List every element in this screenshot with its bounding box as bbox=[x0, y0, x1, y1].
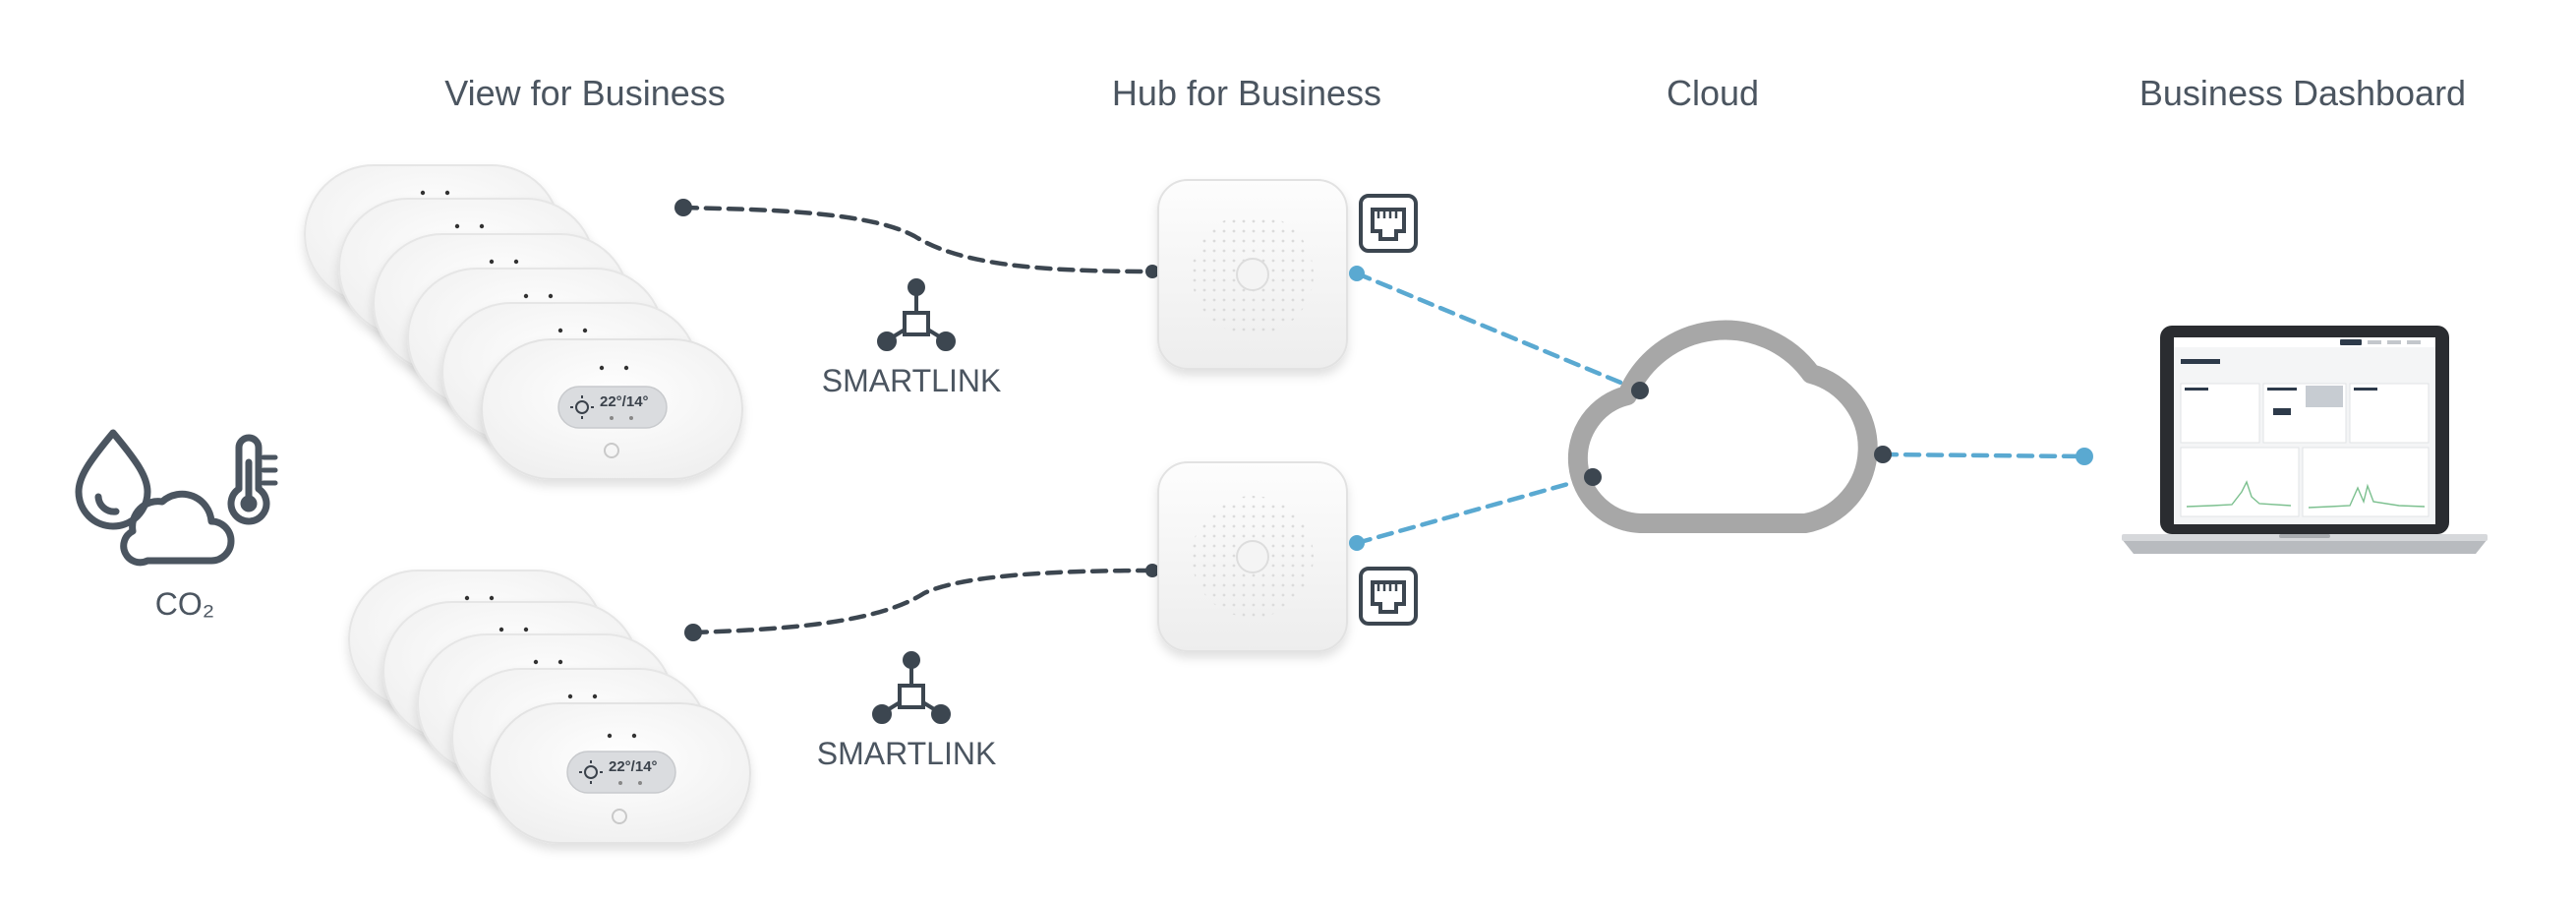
connector-dot bbox=[1584, 468, 1602, 486]
sun-icon bbox=[579, 760, 603, 784]
connector-dot bbox=[1874, 446, 1892, 463]
device-display bbox=[557, 386, 668, 429]
view-device-front: 22°/14° bbox=[481, 338, 743, 480]
hub-top-to-cloud-line bbox=[1354, 271, 1643, 393]
display-temperature: 22°/14° bbox=[609, 758, 658, 775]
connector-dot bbox=[1631, 382, 1649, 399]
network-node-icon bbox=[872, 651, 951, 724]
sensor-icons bbox=[75, 429, 278, 567]
airthings-logo bbox=[604, 443, 619, 458]
network-node-icon bbox=[877, 278, 956, 351]
laptop-dashboard bbox=[2122, 326, 2488, 554]
title-hub-for-business: Hub for Business bbox=[1112, 73, 1381, 113]
cloud-shape bbox=[1567, 320, 1878, 533]
cloud-icon bbox=[120, 490, 235, 567]
water-drop-icon bbox=[75, 429, 151, 530]
view-device-stack-bottom: 22°/14° bbox=[348, 570, 751, 844]
smartlink-label-top: SMARTLINK bbox=[822, 363, 1002, 398]
title-view-for-business: View for Business bbox=[444, 73, 725, 113]
ethernet-port-icon bbox=[1359, 194, 1418, 253]
smartlink-line-top bbox=[680, 205, 1155, 274]
water-drop-highlight bbox=[94, 493, 120, 515]
connector-dot bbox=[1145, 564, 1159, 577]
connector-dot bbox=[1145, 265, 1159, 278]
connector-dot bbox=[674, 199, 692, 216]
connector-dot bbox=[1349, 266, 1365, 281]
title-business-dashboard: Business Dashboard bbox=[2139, 73, 2466, 113]
title-cloud: Cloud bbox=[1667, 73, 1759, 113]
dashboard-content bbox=[2174, 337, 2435, 517]
sun-icon bbox=[570, 395, 594, 419]
display-temperature: 22°/14° bbox=[600, 393, 649, 410]
connector-dot bbox=[1349, 535, 1365, 551]
smartlink-line-bottom bbox=[690, 568, 1155, 635]
laptop-base bbox=[2122, 539, 2488, 554]
smartlink-connections bbox=[680, 205, 1155, 635]
network-connections bbox=[1354, 271, 2087, 546]
smartlink-label-bottom: SMARTLINK bbox=[817, 736, 997, 771]
thermometer-icon bbox=[227, 434, 278, 525]
airthings-logo bbox=[612, 809, 627, 824]
view-device-front: 22°/14° bbox=[489, 702, 751, 844]
cloud-to-dashboard-line bbox=[1880, 452, 2087, 459]
hub-device-bottom bbox=[1157, 461, 1348, 652]
hub-device-top bbox=[1157, 179, 1348, 370]
view-device-stack-top: 22°/14° bbox=[304, 164, 743, 480]
hub-bottom-to-cloud-line bbox=[1354, 474, 1596, 546]
connector-dot bbox=[2076, 448, 2093, 465]
device-display bbox=[566, 751, 676, 794]
co2-label: CO₂ bbox=[155, 586, 214, 622]
ethernet-port-icon bbox=[1359, 567, 1418, 626]
connector-dot bbox=[684, 624, 702, 641]
